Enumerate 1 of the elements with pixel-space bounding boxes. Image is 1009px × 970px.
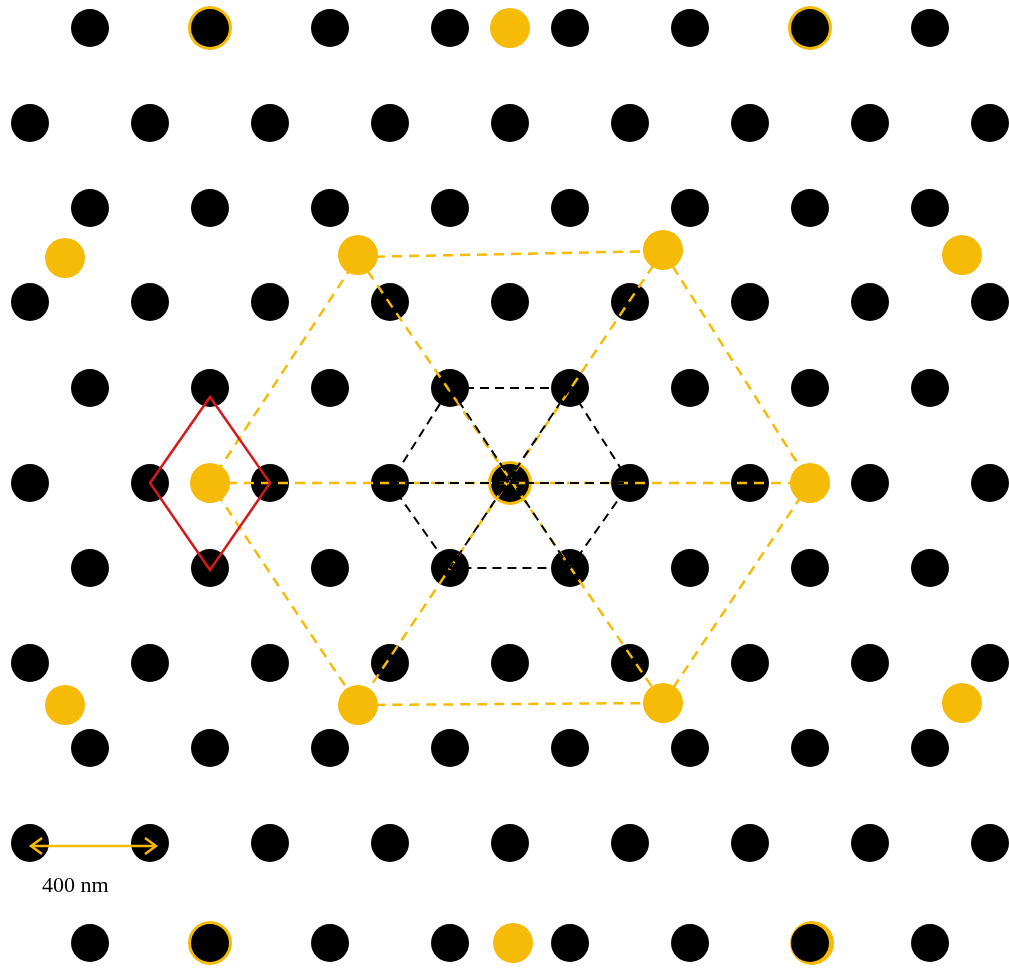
scale-label: 400 nm [42,872,109,898]
